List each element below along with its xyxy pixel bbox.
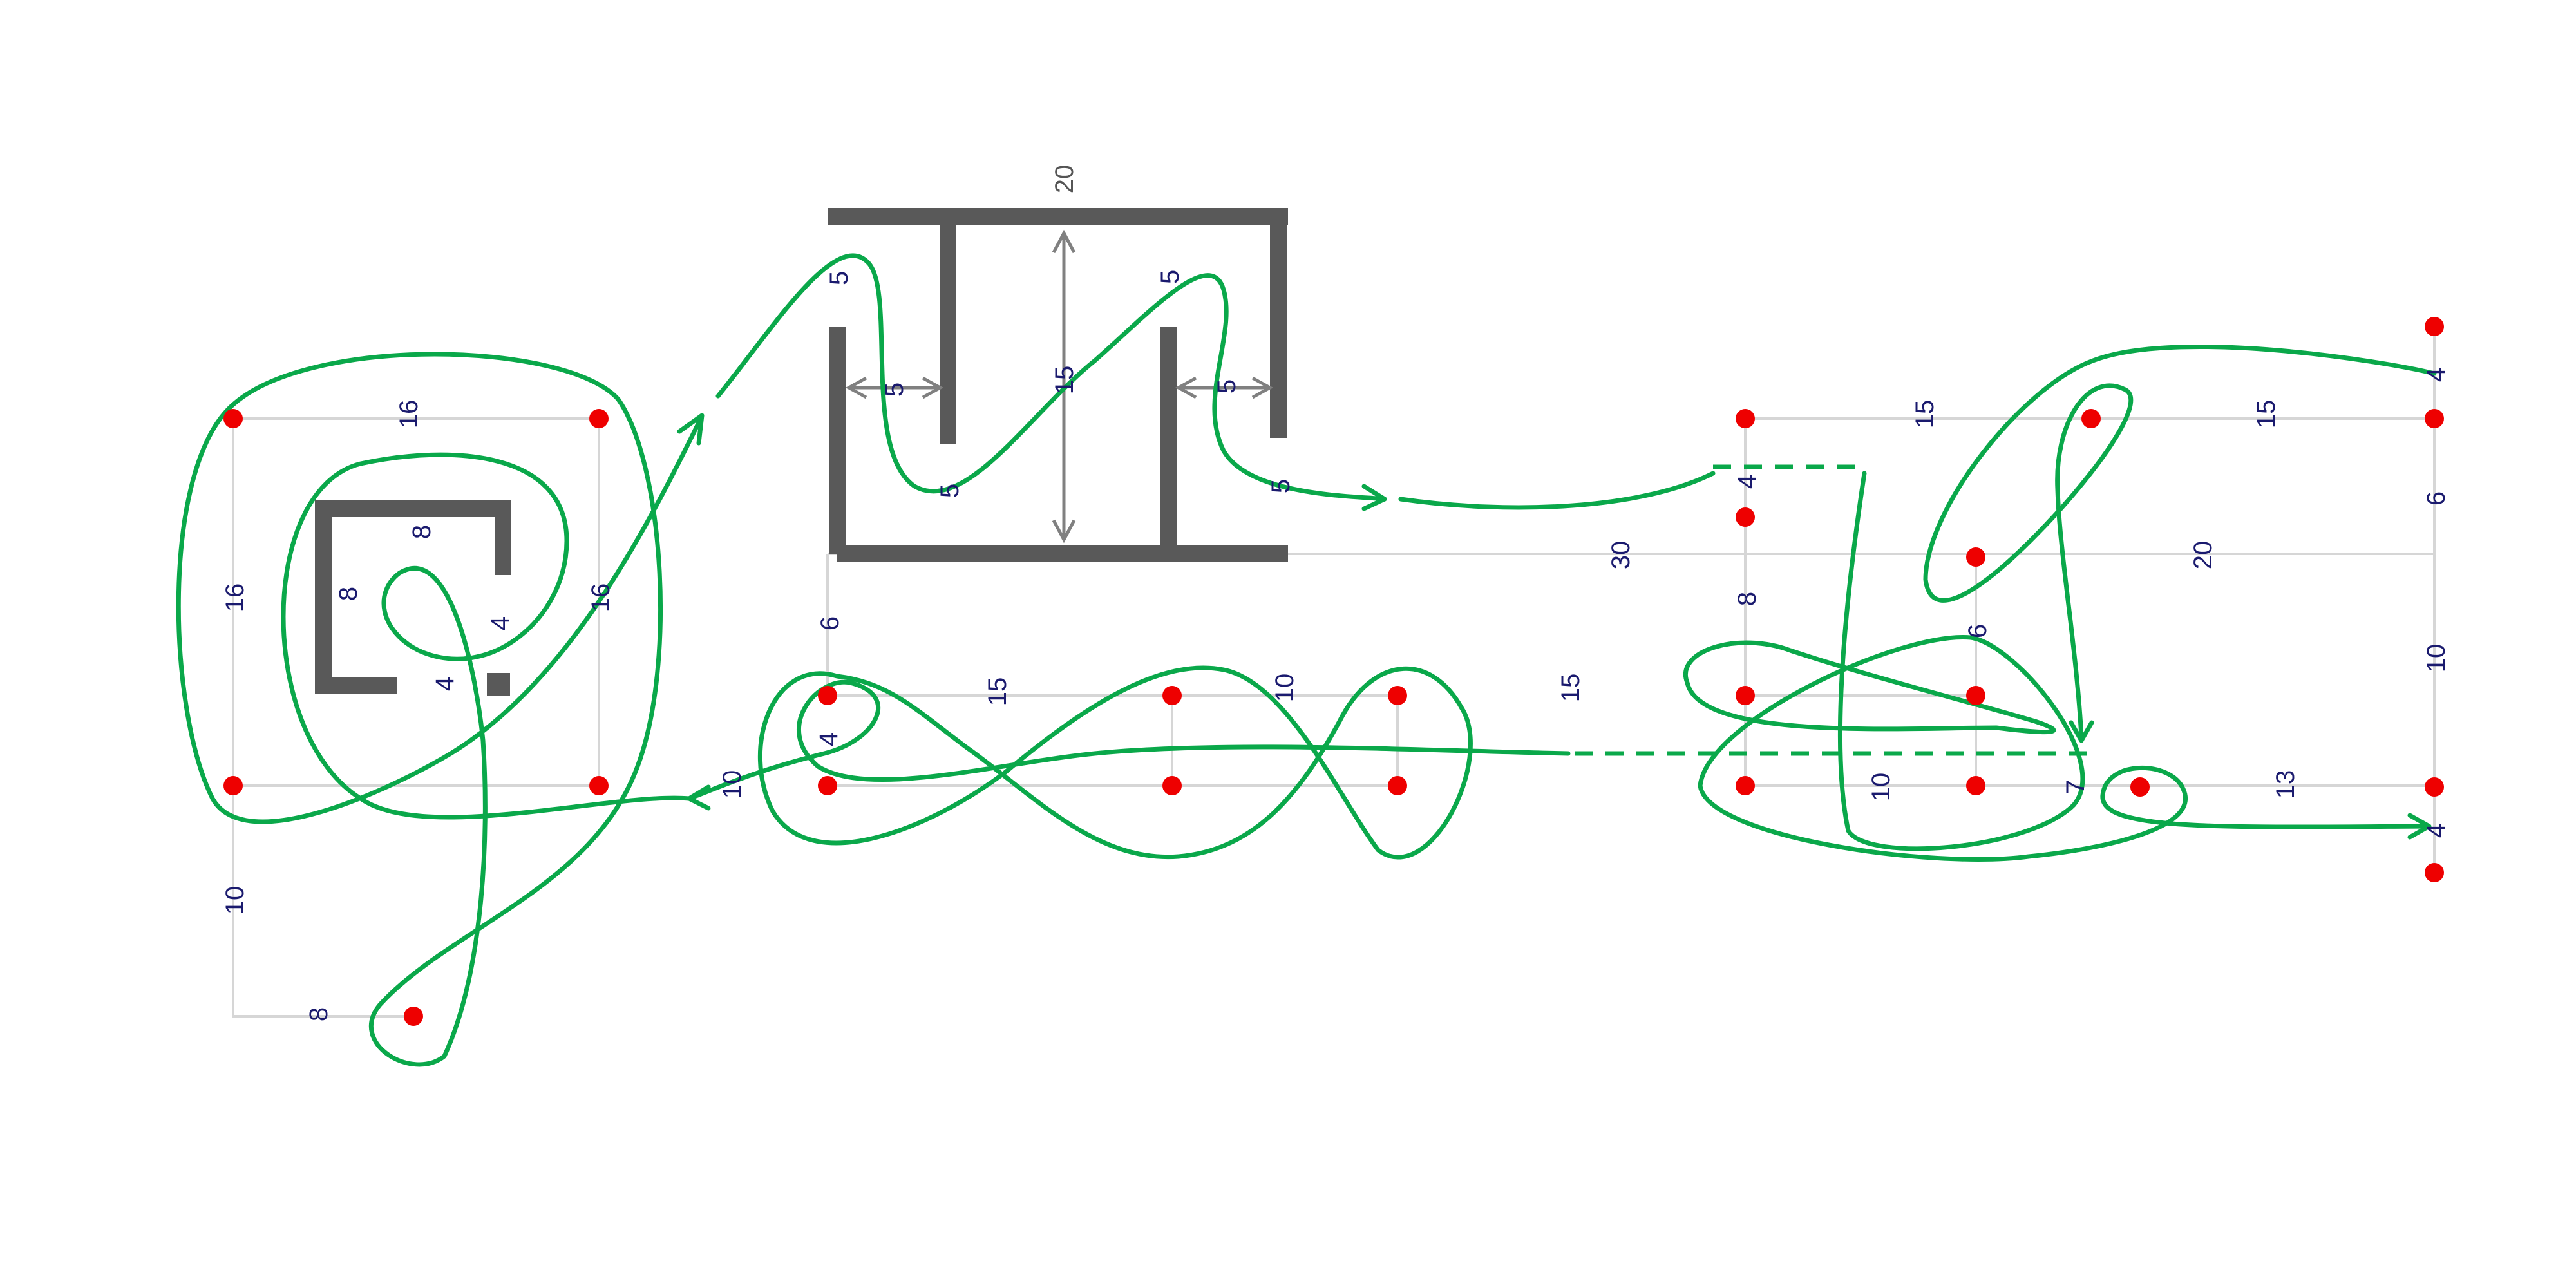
point bbox=[589, 409, 609, 428]
point bbox=[2425, 409, 2444, 428]
label-maze-wall-bottom-right: 5 bbox=[1267, 479, 1295, 493]
spiral-stub-wall bbox=[487, 673, 510, 696]
label-col-left: 8 bbox=[1733, 592, 1761, 606]
label-spiral-left: 16 bbox=[221, 583, 249, 612]
label-upper-a: 15 bbox=[1911, 400, 1939, 429]
label-lower-c: 13 bbox=[2271, 770, 2300, 799]
label-top-right: 4 bbox=[2422, 368, 2450, 382]
label-maze-wall-top-left: 5 bbox=[825, 271, 853, 285]
label-maze-gap-right: 5 bbox=[1213, 379, 1241, 393]
upper-right-route bbox=[1698, 471, 2430, 862]
maze-right-gap-arrowhead-b bbox=[1251, 376, 1274, 399]
guide-lines bbox=[232, 327, 2436, 1018]
point bbox=[2081, 409, 2101, 428]
point bbox=[1966, 686, 1985, 705]
maze-exit-arrowhead bbox=[1361, 484, 1387, 511]
point bbox=[404, 1007, 423, 1026]
label-fig8-seg-a: 15 bbox=[983, 677, 1012, 706]
maze-left-gap-arrowhead-a bbox=[845, 376, 867, 399]
route-path bbox=[176, 253, 2437, 1067]
point bbox=[2130, 777, 2150, 797]
figure-eight-exit-arrowhead bbox=[687, 784, 711, 811]
label-fig8-seg-b: 10 bbox=[1271, 674, 1299, 703]
label-spiral-drop: 10 bbox=[221, 886, 249, 915]
label-spiral-foot: 8 bbox=[305, 1007, 333, 1021]
point bbox=[1966, 776, 1985, 795]
spiral-route bbox=[176, 352, 703, 1067]
label-right-drop: 10 bbox=[2422, 644, 2450, 673]
right-cluster-loop bbox=[1683, 640, 2056, 735]
label-spiral-right: 16 bbox=[587, 583, 615, 612]
final-arrowhead bbox=[2407, 813, 2432, 840]
connector-route bbox=[1398, 471, 1716, 510]
label-col-mid: 6 bbox=[1964, 624, 1992, 638]
label-maze-height: 15 bbox=[1050, 366, 1079, 395]
figure-eight-route bbox=[687, 679, 1571, 801]
figure-eight-loops bbox=[757, 665, 1473, 860]
point bbox=[223, 409, 243, 428]
point bbox=[2425, 317, 2444, 336]
maze-route bbox=[715, 253, 1387, 502]
spiral-hook-wall bbox=[315, 500, 511, 694]
label-lower-a: 10 bbox=[1867, 773, 1895, 802]
label-right-mid: 6 bbox=[2422, 491, 2450, 506]
point bbox=[1388, 686, 1407, 705]
point bbox=[1162, 776, 1182, 795]
label-right-span: 20 bbox=[2189, 541, 2217, 570]
label-fig8-rise: 6 bbox=[816, 616, 844, 630]
label-lower-b: 7 bbox=[2061, 780, 2090, 794]
label-maze-gap-left: 5 bbox=[880, 383, 909, 397]
loop-drop-arrowhead bbox=[2069, 720, 2094, 743]
drop-guide bbox=[232, 786, 412, 1018]
point bbox=[1736, 686, 1755, 705]
maze-right-gap-arrowhead-a bbox=[1175, 376, 1197, 399]
point bbox=[1162, 686, 1182, 705]
route-points bbox=[223, 317, 2444, 1026]
label-bottom-right: 4 bbox=[2422, 824, 2450, 838]
top-right-loop bbox=[1923, 345, 2437, 740]
label-stub: 4 bbox=[1733, 475, 1761, 489]
label-maze-width: 20 bbox=[1050, 165, 1079, 194]
label-maze-wall-bottom-left: 5 bbox=[936, 484, 964, 498]
label-spiral-inner-left: 8 bbox=[334, 587, 363, 601]
label-fig8-seg-c: 15 bbox=[1557, 674, 1585, 703]
spiral-exit-arrowhead bbox=[677, 413, 705, 446]
label-spiral-inner-top: 8 bbox=[408, 525, 436, 539]
point bbox=[1736, 507, 1755, 527]
label-fig8-left-gap: 10 bbox=[718, 770, 746, 799]
label-fig8-inner: 4 bbox=[815, 732, 843, 746]
point bbox=[223, 776, 243, 795]
label-maze-wall-top-right: 5 bbox=[1156, 270, 1184, 284]
maze-left-gap-arrowhead-b bbox=[922, 376, 944, 399]
point bbox=[1966, 547, 1985, 567]
label-long-span: 30 bbox=[1607, 541, 1635, 570]
point bbox=[818, 686, 837, 705]
point bbox=[1388, 776, 1407, 795]
point bbox=[1736, 409, 1755, 428]
walls bbox=[315, 208, 1288, 696]
maze-height-arrowhead-top bbox=[1052, 229, 1076, 254]
dimension-labels: 16 16 16 8 8 4 4 10 8 20 15 5 5 5 5 5 5 … bbox=[221, 165, 2450, 1021]
point bbox=[1736, 776, 1755, 795]
point bbox=[818, 776, 837, 795]
label-upper-b: 15 bbox=[2252, 400, 2280, 429]
point bbox=[589, 776, 609, 795]
point bbox=[2425, 777, 2444, 797]
label-spiral-inner-bottom: 4 bbox=[431, 677, 459, 691]
spiral-guide-box bbox=[232, 417, 600, 787]
point bbox=[2425, 863, 2444, 882]
maze-height-arrowhead-bottom bbox=[1052, 519, 1076, 544]
label-spiral-inner-right: 4 bbox=[486, 616, 515, 630]
label-spiral-top: 16 bbox=[395, 400, 423, 429]
